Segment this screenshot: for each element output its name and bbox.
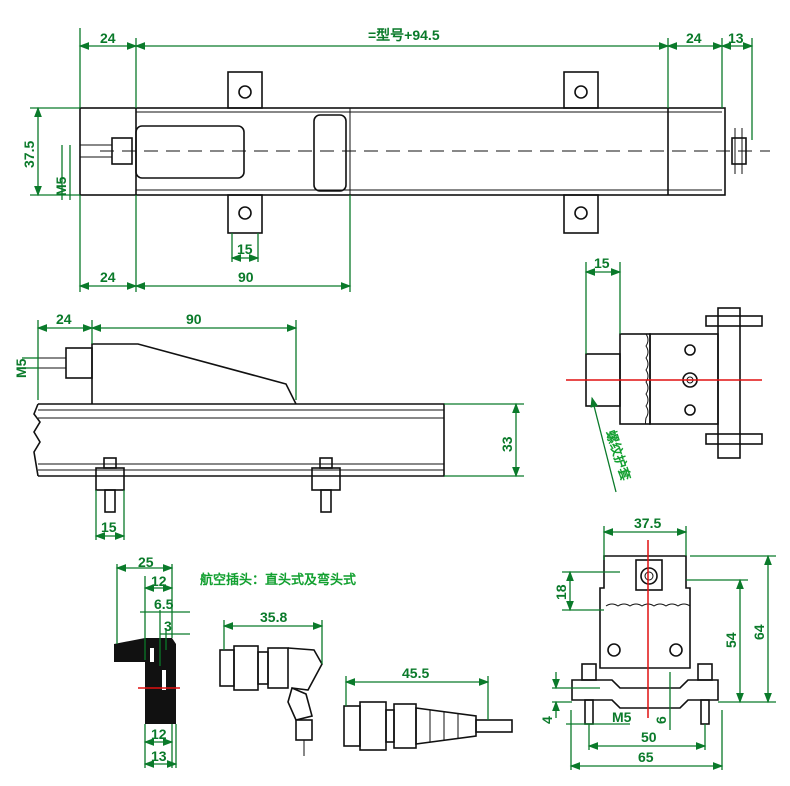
dim-label: 4 bbox=[539, 716, 555, 724]
dim-label: 15 bbox=[237, 241, 253, 257]
dim-label: 13 bbox=[151, 748, 167, 764]
dim-label: 24 bbox=[686, 30, 702, 46]
mount-tab bbox=[563, 194, 599, 234]
dim-label: 25 bbox=[138, 554, 154, 570]
mount-tab bbox=[227, 71, 263, 109]
top-view: 24 =型号+94.5 24 13 37.5 M5 15 24 90 bbox=[21, 27, 770, 292]
dim-label: 24 bbox=[100, 30, 116, 46]
end-view: 15 螺纹护套 bbox=[566, 255, 763, 493]
dim-label: 64 bbox=[751, 624, 767, 640]
connector-section: 航空插头：直头式及弯头式 25 12 6.5 3 12 13 35.8 bbox=[114, 554, 513, 768]
mount-clamp bbox=[571, 679, 719, 709]
dim-label: 50 bbox=[641, 729, 657, 745]
dim-label: M5 bbox=[612, 709, 632, 725]
dim-label: M5 bbox=[53, 176, 69, 196]
cable-gland bbox=[111, 137, 133, 165]
leader-line bbox=[590, 396, 617, 493]
mount-foot bbox=[95, 457, 125, 513]
mount-foot bbox=[311, 457, 341, 513]
dim-label: 6.5 bbox=[154, 596, 174, 612]
rail-profile bbox=[38, 403, 445, 477]
dim-label: 37.5 bbox=[634, 515, 661, 531]
dim-label: 12 bbox=[151, 726, 167, 742]
mount-tab bbox=[227, 194, 263, 234]
dim-label: 37.5 bbox=[21, 141, 37, 168]
dim-label: 24 bbox=[100, 269, 116, 285]
dim-label: =型号+94.5 bbox=[368, 27, 440, 43]
dim-label: M5 bbox=[13, 358, 29, 378]
mount-view: 37.5 18 54 64 4 M5 6 50 65 bbox=[539, 515, 776, 770]
slider-block bbox=[135, 125, 245, 179]
cable-gland bbox=[65, 347, 93, 379]
dim-label: 24 bbox=[56, 311, 72, 327]
sensor-end-body bbox=[599, 555, 691, 669]
dim-label: 18 bbox=[553, 584, 569, 600]
dim-label: 15 bbox=[594, 255, 610, 271]
dim-label: 90 bbox=[186, 311, 202, 327]
dim-label: 45.5 bbox=[402, 665, 429, 681]
side-view: 24 90 M5 33 15 bbox=[13, 311, 524, 540]
dim-label: 13 bbox=[728, 30, 744, 46]
dim-label: 35.8 bbox=[260, 609, 287, 625]
slider-window bbox=[313, 114, 347, 192]
dim-label: 33 bbox=[499, 436, 515, 452]
dim-label: 54 bbox=[723, 632, 739, 648]
connector-title: 航空插头：直头式及弯头式 bbox=[200, 572, 356, 588]
dim-label: 3 bbox=[164, 618, 172, 634]
mount-tab bbox=[563, 71, 599, 109]
dim-label: 6 bbox=[653, 716, 669, 724]
dim-label: 12 bbox=[151, 573, 167, 589]
straight-connector bbox=[343, 701, 513, 751]
elbow-connector bbox=[219, 645, 323, 756]
dim-label: 90 bbox=[238, 269, 254, 285]
dim-label: 65 bbox=[638, 749, 654, 765]
mount-bolt bbox=[697, 663, 713, 725]
dim-label: 15 bbox=[101, 519, 117, 535]
mount-bolt bbox=[581, 663, 597, 725]
slider-housing bbox=[91, 343, 297, 405]
